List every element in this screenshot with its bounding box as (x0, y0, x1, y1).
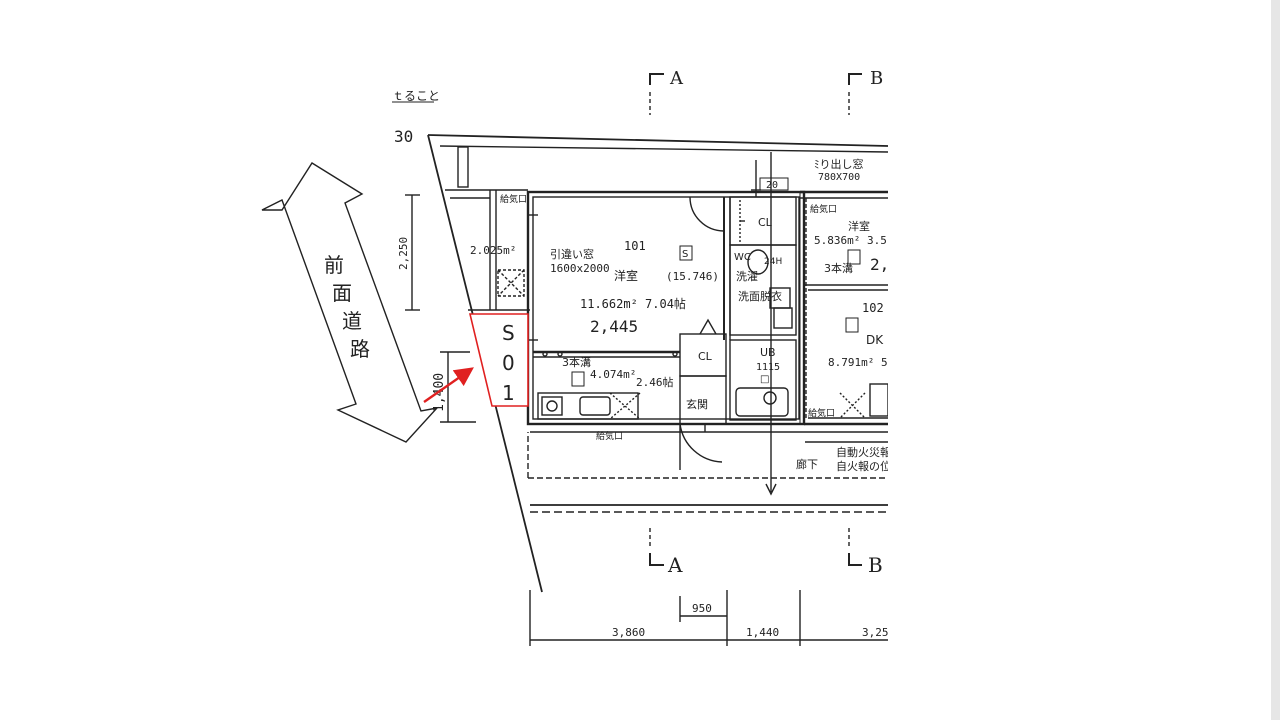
room-101-window: 引違い窓 (550, 247, 594, 261)
vent-label: 給気口 (596, 430, 623, 442)
double-arrow-icon (261, 162, 439, 443)
room-101-value: (15.746) (666, 270, 719, 283)
room-101-window-size: 1600x2000 (550, 262, 610, 275)
entrance-label: 玄関 (686, 397, 708, 411)
dim-2: 1,440 (746, 626, 779, 639)
ub-label: UB (760, 346, 776, 359)
window-top-size: 780X700 (818, 172, 860, 183)
room-102-number: 102 (862, 301, 884, 315)
smoke-detector-icon (847, 249, 861, 265)
room-102-dk: DK (866, 333, 884, 347)
room-102-area: 5.836m² 3.5 (814, 234, 887, 247)
vent-label: 給気口 (810, 203, 837, 215)
vent-label: 給気口 (500, 193, 527, 205)
room-102-name: 洋室 (848, 219, 870, 233)
section-mark-a-top: A (669, 68, 684, 89)
balcony-area: 2.025m² (470, 244, 516, 257)
red-arrow-icon (423, 367, 474, 403)
road-arrow: 前 面 道 路 (261, 162, 439, 443)
dim-3: 3,25 (862, 626, 889, 639)
ub-size: 1115 (756, 362, 780, 373)
road-label-1: 前 (324, 253, 344, 277)
plan-linework (405, 73, 889, 646)
dim-1: 3,860 (612, 626, 645, 639)
room-101-name: 洋室 (614, 268, 638, 283)
marker-letter-3: 1 (502, 381, 515, 405)
vent-label: 給気口 (808, 407, 835, 419)
room-101-width: 2,445 (590, 317, 638, 336)
closet-lower: CL (698, 350, 713, 363)
left-dimension-upper: 2,250 (397, 237, 410, 270)
section-mark-a-bottom: A (667, 553, 683, 577)
marker-letter-2: 0 (502, 351, 515, 375)
room-101-area: 11.662m² 7.04帖 (580, 296, 686, 311)
wc-label: WC (734, 252, 751, 263)
svg-text:S: S (682, 249, 688, 260)
room-102-big: 2, (870, 255, 889, 274)
plan-labels: ｔること A B A B 30 2,250 1,400 2.025m² 101 … (392, 68, 891, 639)
smoke-detector-icon (845, 317, 859, 333)
storage-jo: 2.46帖 (636, 376, 674, 389)
smoke-detector-icon (679, 245, 693, 261)
washroom-label: 洗面脱衣 (738, 289, 782, 303)
section-mark-b-top: B (870, 68, 883, 89)
room-101-number: 101 (624, 239, 646, 253)
storage-area: 4.074m² (590, 368, 636, 381)
section-mark-b-bottom: B (868, 553, 883, 577)
fire-note-1: 自動火災報 (836, 445, 891, 459)
room-102-dk-area: 8.791m² 5 (828, 356, 888, 369)
svg-text:20: 20 (766, 180, 778, 191)
svg-text:□: □ (760, 374, 769, 385)
road-label-2: 面 (332, 281, 352, 305)
window-top-label: ﾐり出し窓 (814, 157, 864, 171)
room-102-tatami: 3本溝 (824, 261, 853, 275)
marker-s01: S 0 1 (423, 313, 529, 407)
smoke-detector-icon (571, 371, 585, 387)
storage-tatami: 3本溝 (562, 355, 591, 369)
fire-note-2: 自火報の位 (836, 459, 891, 473)
slide-edge (1271, 0, 1280, 720)
corridor-label: 廊下 (796, 457, 818, 471)
marker-letter-1: S (502, 321, 515, 345)
washer-label: 洗濯 (736, 270, 758, 283)
closet-upper: CL (758, 216, 773, 229)
road-label-3: 道 (342, 309, 362, 333)
dim-small: 950 (692, 602, 712, 615)
marker-box (468, 313, 529, 407)
top-dimension: 30 (394, 127, 413, 146)
road-label-4: 路 (350, 337, 370, 361)
top-box (759, 177, 789, 191)
top-note: ｔること (392, 89, 440, 103)
wc-code: 24H (764, 257, 782, 267)
